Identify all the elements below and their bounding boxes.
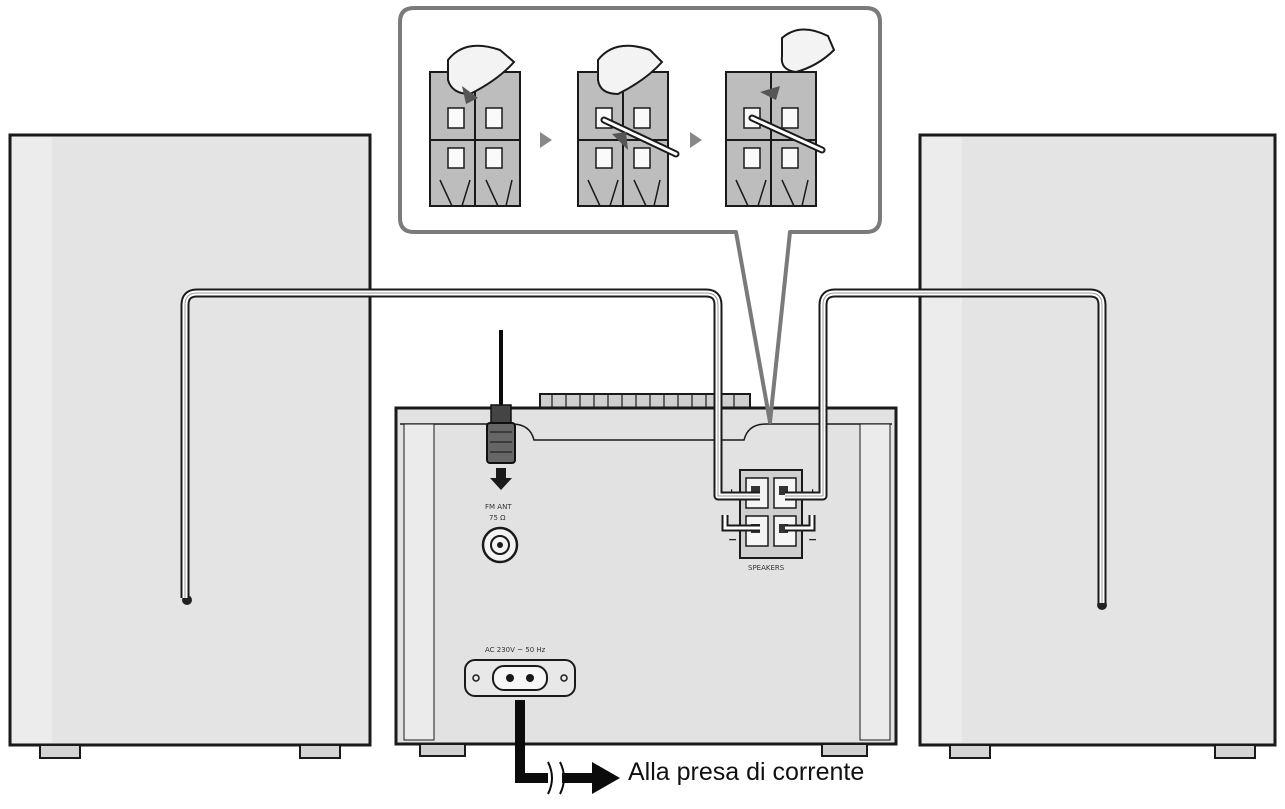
fm-antenna-jack: FM ANT 75 Ω <box>481 503 519 564</box>
main-unit: FM ANT 75 Ω AC 230V ~ 50 Hz <box>394 393 898 757</box>
terminal-minus-right: − <box>808 533 817 546</box>
step-arrow-2-icon <box>690 132 702 148</box>
power-cord <box>515 700 620 795</box>
power-outlet-caption: Alla presa di corrente <box>628 758 865 786</box>
fm-ohm-label: 75 Ω <box>489 514 506 522</box>
speaker-terminals: + + − − SPEAKERS <box>727 469 817 572</box>
terminal-minus-left: − <box>728 533 737 546</box>
finger-hold-icon <box>597 44 664 96</box>
step-arrow-1-icon <box>540 132 552 148</box>
ac-inlet: AC 230V ~ 50 Hz <box>464 646 576 697</box>
inset-step-1 <box>429 44 521 207</box>
inset-callout <box>398 6 882 424</box>
finger-press-icon <box>447 44 516 96</box>
inset-step-2 <box>577 44 680 207</box>
left-speaker <box>8 133 372 759</box>
fm-antenna-cable <box>486 330 516 490</box>
inset-step-3 <box>725 28 836 207</box>
arrow-right-icon <box>592 762 620 794</box>
left-speaker-wire <box>180 288 760 598</box>
fm-ant-label: FM ANT <box>485 503 512 511</box>
right-speaker-wire <box>785 288 1107 603</box>
finger-release-icon <box>780 28 836 74</box>
speakers-label: SPEAKERS <box>748 564 785 572</box>
ac-in-label: AC 230V ~ 50 Hz <box>485 646 546 654</box>
down-arrow-icon <box>490 468 512 490</box>
